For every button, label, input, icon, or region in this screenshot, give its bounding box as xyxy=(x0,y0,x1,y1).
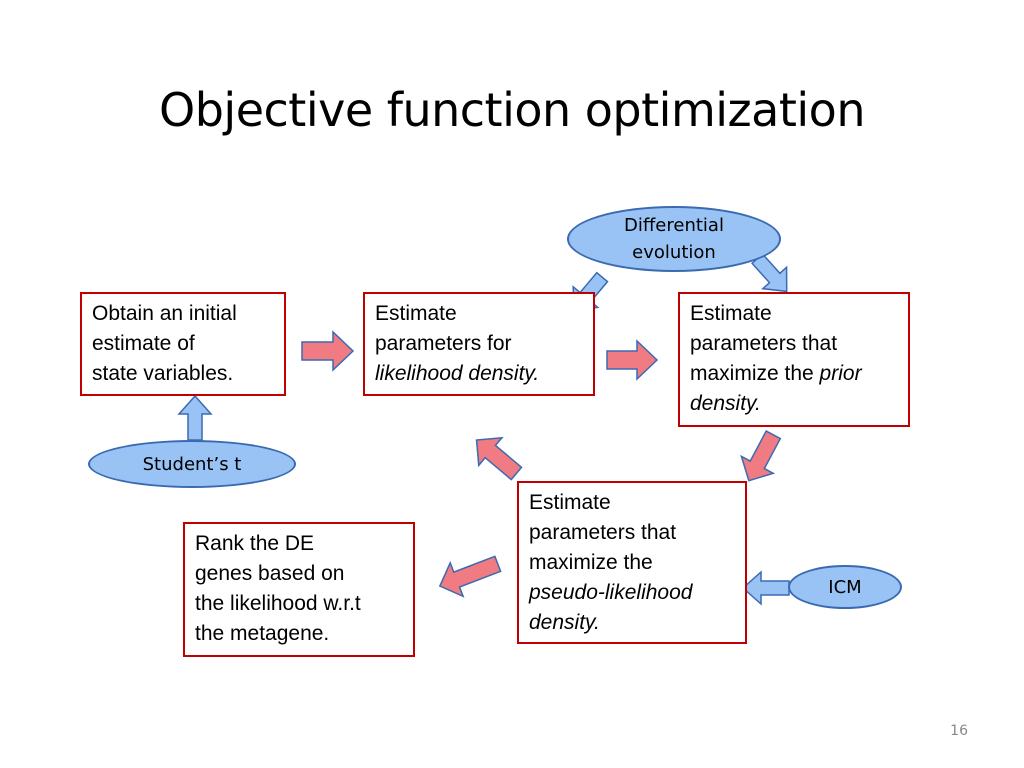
method-label: evolution xyxy=(632,242,716,263)
page-number: 16 xyxy=(950,723,968,739)
plain-text: maximize the xyxy=(690,362,820,385)
box-line: maximize the xyxy=(529,551,653,574)
box-line: pseudo-likelihood xyxy=(529,578,735,608)
method-label: Student’s t xyxy=(142,453,242,475)
method-students-t: Student’s t xyxy=(88,440,296,488)
box-line: Estimate xyxy=(690,302,772,325)
box-line: parameters that xyxy=(690,332,838,355)
box-line: likelihood density. xyxy=(375,359,583,389)
box-line: estimate of xyxy=(92,332,195,355)
arrow-students-t-to-initial xyxy=(177,394,213,441)
italic-text: likelihood density. xyxy=(375,362,540,385)
method-icm: ICM xyxy=(788,565,902,609)
method-label: ICM xyxy=(828,576,862,598)
arrow-icm-to-pseudo xyxy=(741,570,790,606)
arrow-likelihood-to-prior xyxy=(606,339,659,381)
box-line: genes based on xyxy=(195,562,345,585)
box-line: Estimate xyxy=(529,491,611,514)
arrow-initial-to-likelihood xyxy=(301,330,355,372)
box-line: the metagene. xyxy=(195,622,330,645)
arrow-prior-to-pseudo xyxy=(740,430,782,482)
italic-text: density. xyxy=(690,392,761,415)
box-line: Rank the DE xyxy=(195,532,315,555)
box-line: density. xyxy=(690,389,898,419)
method-label: Differential xyxy=(624,215,724,236)
box-line: maximize the prior xyxy=(690,359,898,389)
arrow-pseudo-to-likelihood xyxy=(475,436,523,481)
italic-text: prior xyxy=(819,362,862,385)
box-line: Estimate xyxy=(375,302,457,325)
box-line: the likelihood w.r.t xyxy=(195,592,361,615)
slide-title: Objective function optimization xyxy=(159,83,865,137)
box-line: parameters that xyxy=(529,521,677,544)
box-prior-density: Estimate parameters that maximize the pr… xyxy=(678,292,910,427)
italic-text: pseudo-likelihood xyxy=(529,581,693,604)
box-rank-genes: Rank the DE genes based on the likelihoo… xyxy=(183,522,415,657)
box-initial-estimate: Obtain an initial estimate of state vari… xyxy=(80,292,286,396)
box-line: density. xyxy=(529,608,735,638)
box-line: state variables. xyxy=(92,362,234,385)
method-differential-evolution: Differential evolution xyxy=(567,206,781,272)
arrow-pseudo-to-rank xyxy=(438,555,502,598)
box-line: Obtain an initial xyxy=(92,302,237,325)
box-pseudo-likelihood: Estimate parameters that maximize the ps… xyxy=(517,481,747,644)
box-likelihood-density: Estimate parameters for likelihood densi… xyxy=(363,292,595,396)
arrow-de-to-prior xyxy=(751,252,788,293)
italic-text: density. xyxy=(529,611,600,634)
box-line: parameters for xyxy=(375,332,512,355)
